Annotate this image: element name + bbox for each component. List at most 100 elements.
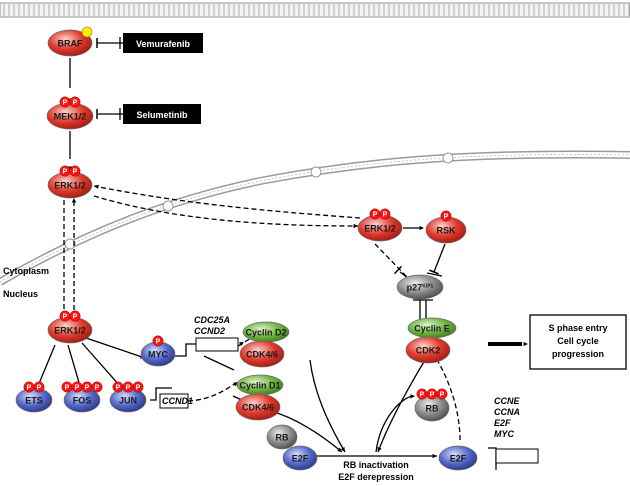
phospho-mark: P [33,381,45,393]
svg-text:P: P [444,214,449,221]
gene-ccne: CCNE [494,396,520,406]
phospho-mark: P [416,388,428,400]
arrowhead-icon [340,447,345,452]
mek-node-label: MEK1/2 [54,112,87,122]
arrowhead-icon [233,382,238,387]
e2f-free-node: E2F [438,445,478,471]
arrowhead-icon [94,184,99,189]
phospho-mark: P [59,310,71,322]
phospho-mark: P [112,381,124,393]
svg-text:P: P [27,385,32,392]
svg-text:P: P [373,212,378,219]
phospho-mark: P [440,210,452,222]
outcome-box: S phase entry Cell cycle progression [529,314,627,370]
svg-text:P: P [73,314,78,321]
cyclin-e-node: Cyclin E [407,317,457,339]
ets-node-label: ETS [25,396,43,406]
cdk2-node: CDK2 [405,336,451,364]
erk-cyto-right-node-label: ERK1/2 [364,224,396,234]
phospho-mark: P [379,208,391,220]
mutation-star-icon [81,26,93,38]
svg-text:P: P [116,385,121,392]
svg-text:P: P [65,385,70,392]
erk-nuc-node-label: ERK1/2 [54,326,86,336]
myc-target-gene-box: CDC25A CCND2 [194,315,239,352]
phospho-mark: P [61,381,73,393]
cyclin-d2-node-label: Cyclin D2 [245,328,286,338]
gene-e2f: E2F [494,418,511,428]
svg-text:P: P [383,212,388,219]
phospho-mark: P [369,208,381,220]
svg-text:P: P [85,385,90,392]
erk-cyto-node-label: ERK1/2 [54,181,86,191]
p27-node-label: p27KIP1 [407,283,434,293]
svg-text:P: P [63,100,68,107]
gene-ccnd2: CCND2 [194,326,225,336]
cdk46-b-node-label: CDK4/6 [242,403,274,413]
svg-text:P: P [63,314,68,321]
outcome-line-3: progression [552,349,604,359]
cdk46-b-node: CDK4/6 [235,393,281,421]
svg-text:P: P [73,169,78,176]
phospho-mark: P [152,335,164,347]
phospho-mark: P [91,381,103,393]
svg-text:P: P [440,392,445,399]
arrowhead-icon [410,394,415,399]
svg-text:P: P [73,100,78,107]
outcome-line-1: S phase entry [548,323,607,333]
cyclin-d1-node-label: Cyclin D1 [239,381,280,391]
arrowhead-icon [239,342,244,347]
phospho-mark: P [81,381,93,393]
myc-node-label: MYC [148,350,169,360]
cdk2-node-label: CDK2 [416,346,441,356]
e2f-bound-node-label: E2F [292,454,309,464]
phospho-mark: P [132,381,144,393]
e2f-bound-node: E2F [282,445,318,471]
arrowhead-icon [337,447,342,452]
arrowhead-icon [419,225,424,231]
svg-text:P: P [75,385,80,392]
phospho-mark: P [69,310,81,322]
gene-cdc25a: CDC25A [194,315,230,325]
rb-inactivation-label: RB inactivation [343,460,409,470]
svg-text:P: P [37,385,42,392]
arrowhead-icon [377,447,382,452]
phospho-mark: P [71,381,83,393]
svg-text:P: P [126,385,131,392]
braf-node: BRAF [47,26,93,57]
cyclin-d1-node: Cyclin D1 [236,374,284,396]
rsk-node-label: RSK [436,226,456,236]
rb-bound-node-label: RB [276,433,289,443]
arrowhead-icon [523,341,528,347]
gene-ccna: CCNA [494,407,520,417]
rb-bound-node: RB [266,424,298,450]
e2f-target-gene-box: CCNE CCNA E2F MYC [494,396,539,464]
svg-text:P: P [430,392,435,399]
rb-p-node-label: RB [426,404,439,414]
arrowhead-icon [71,198,77,203]
cdk46-a-node-label: CDK4/6 [246,350,278,360]
selumetinib-box: Selumetinib [123,104,201,124]
gene-myc: MYC [494,429,515,439]
nucleus-label: Nucleus [3,289,38,299]
phospho-mark: P [23,381,35,393]
phospho-mark: P [59,96,71,108]
braf-node-label: BRAF [58,39,83,49]
plasma-membrane [0,2,630,18]
rsk-node: RSK P [425,210,467,244]
cyclin-d2-node: Cyclin D2 [242,321,290,343]
inhibition-bar-icon [429,269,439,275]
phospho-mark: P [69,96,81,108]
gene-ccnd1: CCND1 [162,396,193,406]
p27-node: p27KIP1 [396,274,444,300]
phospho-mark: P [69,165,81,177]
cdk46-a-node: CDK4/6 [239,340,285,368]
svg-text:P: P [95,385,100,392]
